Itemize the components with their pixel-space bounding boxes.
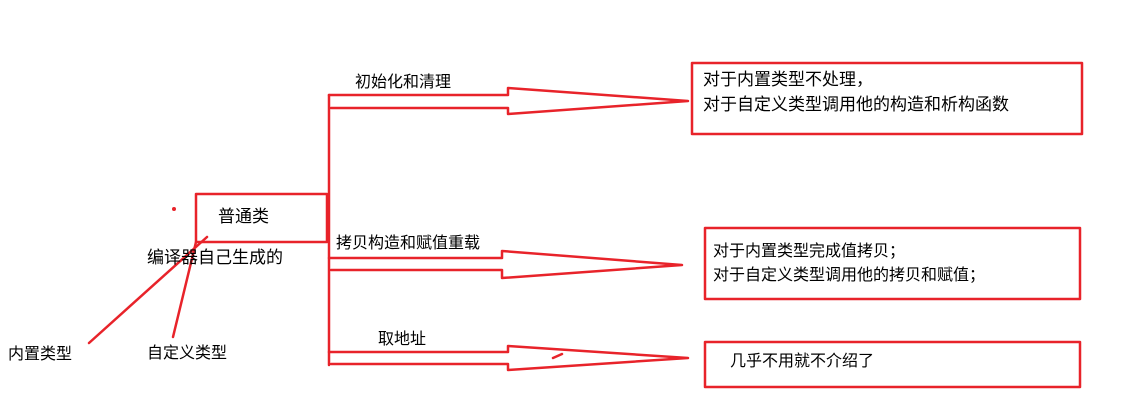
branch-arrow-1: [327, 86, 690, 116]
result-box-1: [690, 61, 1084, 136]
result-2-line-2: 对于自定义类型调用他的拷贝和赋值；: [713, 265, 986, 284]
branch-label-3: 取地址: [378, 329, 427, 348]
pointer-line-custom: [171, 240, 198, 339]
result-2-line-1: 对于内置类型完成值拷贝；: [713, 241, 906, 260]
builtin-type-label: 内置类型: [8, 344, 73, 363]
result-box-3: [703, 340, 1082, 389]
result-3-line-1: 几乎不用就不介绍了: [730, 351, 875, 370]
result-text-2: 对于内置类型完成值拷贝； 对于自定义类型调用他的拷贝和赋值；: [713, 239, 985, 287]
branch-arrow-2: [327, 249, 684, 280]
result-1-line-1: 对于内置类型不处理，: [703, 70, 873, 90]
result-box-2: [703, 226, 1082, 301]
stray-dot: [172, 207, 176, 211]
result-text-1: 对于内置类型不处理， 对于自定义类型调用他的构造和析构函数: [703, 68, 1009, 118]
result-text-3: 几乎不用就不介绍了: [730, 348, 874, 373]
center-node-label: 普通类: [218, 207, 269, 227]
custom-type-label: 自定义类型: [147, 343, 228, 362]
branch-label-1: 初始化和清理: [355, 72, 452, 91]
branch-label-2: 拷贝构造和赋值重载: [336, 233, 481, 252]
pointer-line-builtin: [87, 235, 209, 345]
center-node-box: [194, 192, 329, 244]
center-node-caption: 编译器自己生成的: [147, 248, 283, 268]
branch-arrow-3: [327, 344, 690, 372]
result-1-line-2: 对于自定义类型调用他的构造和析构函数: [703, 95, 1009, 115]
branch-3-tick: [551, 352, 564, 360]
